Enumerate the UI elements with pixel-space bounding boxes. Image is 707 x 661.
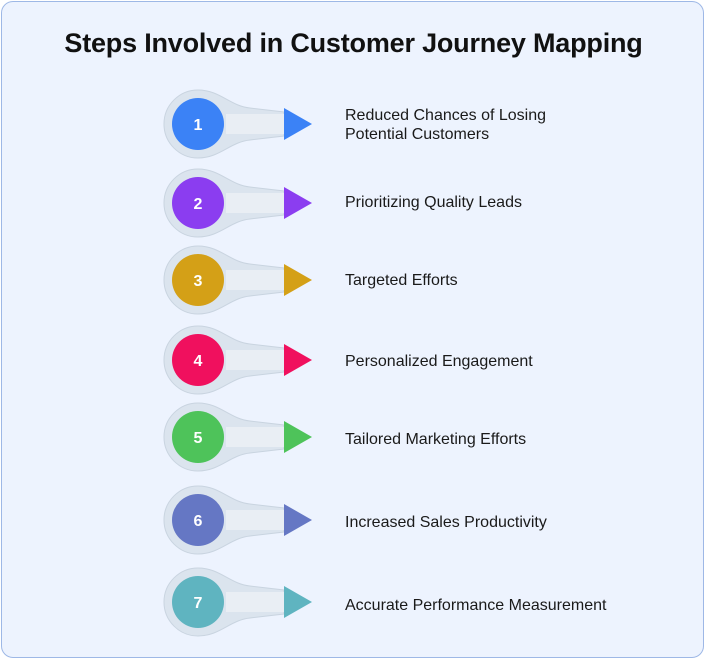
step-number-circle: [172, 254, 224, 306]
step-number: 1: [194, 117, 203, 134]
step-tail: [226, 193, 284, 213]
step-tail: [226, 114, 284, 134]
step-number-circle: [172, 576, 224, 628]
step-label: Personalized Engagement: [345, 353, 533, 370]
step-number: 3: [194, 273, 203, 290]
step-item: 7: [0, 562, 707, 642]
step-marker: 6: [163, 485, 312, 555]
step-tail: [226, 350, 284, 370]
step-tail: [226, 510, 284, 530]
step-number-circle: [172, 494, 224, 546]
step-item: 1: [0, 84, 707, 164]
step-tail: [226, 592, 284, 612]
page-title: Steps Involved in Customer Journey Mappi…: [64, 28, 643, 58]
step-number: 6: [194, 513, 203, 530]
step-marker: 4: [163, 325, 312, 395]
step-marker: 7: [163, 567, 312, 637]
step-tail: [226, 270, 284, 290]
step-number: 7: [194, 595, 203, 612]
step-label: Targeted Efforts: [345, 272, 458, 289]
step-number: 5: [194, 430, 203, 447]
step-item: 6: [0, 480, 707, 560]
step-number: 4: [194, 353, 203, 370]
step-number-circle: [172, 334, 224, 386]
step-number-circle: [172, 177, 224, 229]
step-label: Reduced Chances of Losing Potential Cust…: [345, 107, 547, 143]
step-item: 2: [0, 163, 707, 243]
step-arrow-icon: [284, 264, 312, 296]
step-number-circle: [172, 98, 224, 150]
step-arrow-icon: [284, 504, 312, 536]
step-marker: 5: [163, 402, 312, 472]
step-arrow-icon: [284, 421, 312, 453]
step-label: Increased Sales Productivity: [345, 514, 547, 531]
step-arrow-icon: [284, 344, 312, 376]
step-arrow-icon: [284, 187, 312, 219]
step-arrow-icon: [284, 586, 312, 618]
step-number-circle: [172, 411, 224, 463]
step-tail: [226, 427, 284, 447]
step-label: Accurate Performance Measurement: [345, 597, 607, 614]
step-item: 3: [0, 240, 707, 320]
step-item: 5: [0, 397, 707, 477]
step-number: 2: [194, 196, 203, 213]
step-label: Tailored Marketing Efforts: [345, 431, 527, 448]
step-arrow-icon: [284, 108, 312, 140]
step-label: Prioritizing Quality Leads: [345, 194, 522, 211]
step-marker: 3: [163, 245, 312, 315]
step-item: 4: [0, 320, 707, 400]
step-marker: 2: [163, 168, 312, 238]
step-marker: 1: [163, 89, 312, 159]
